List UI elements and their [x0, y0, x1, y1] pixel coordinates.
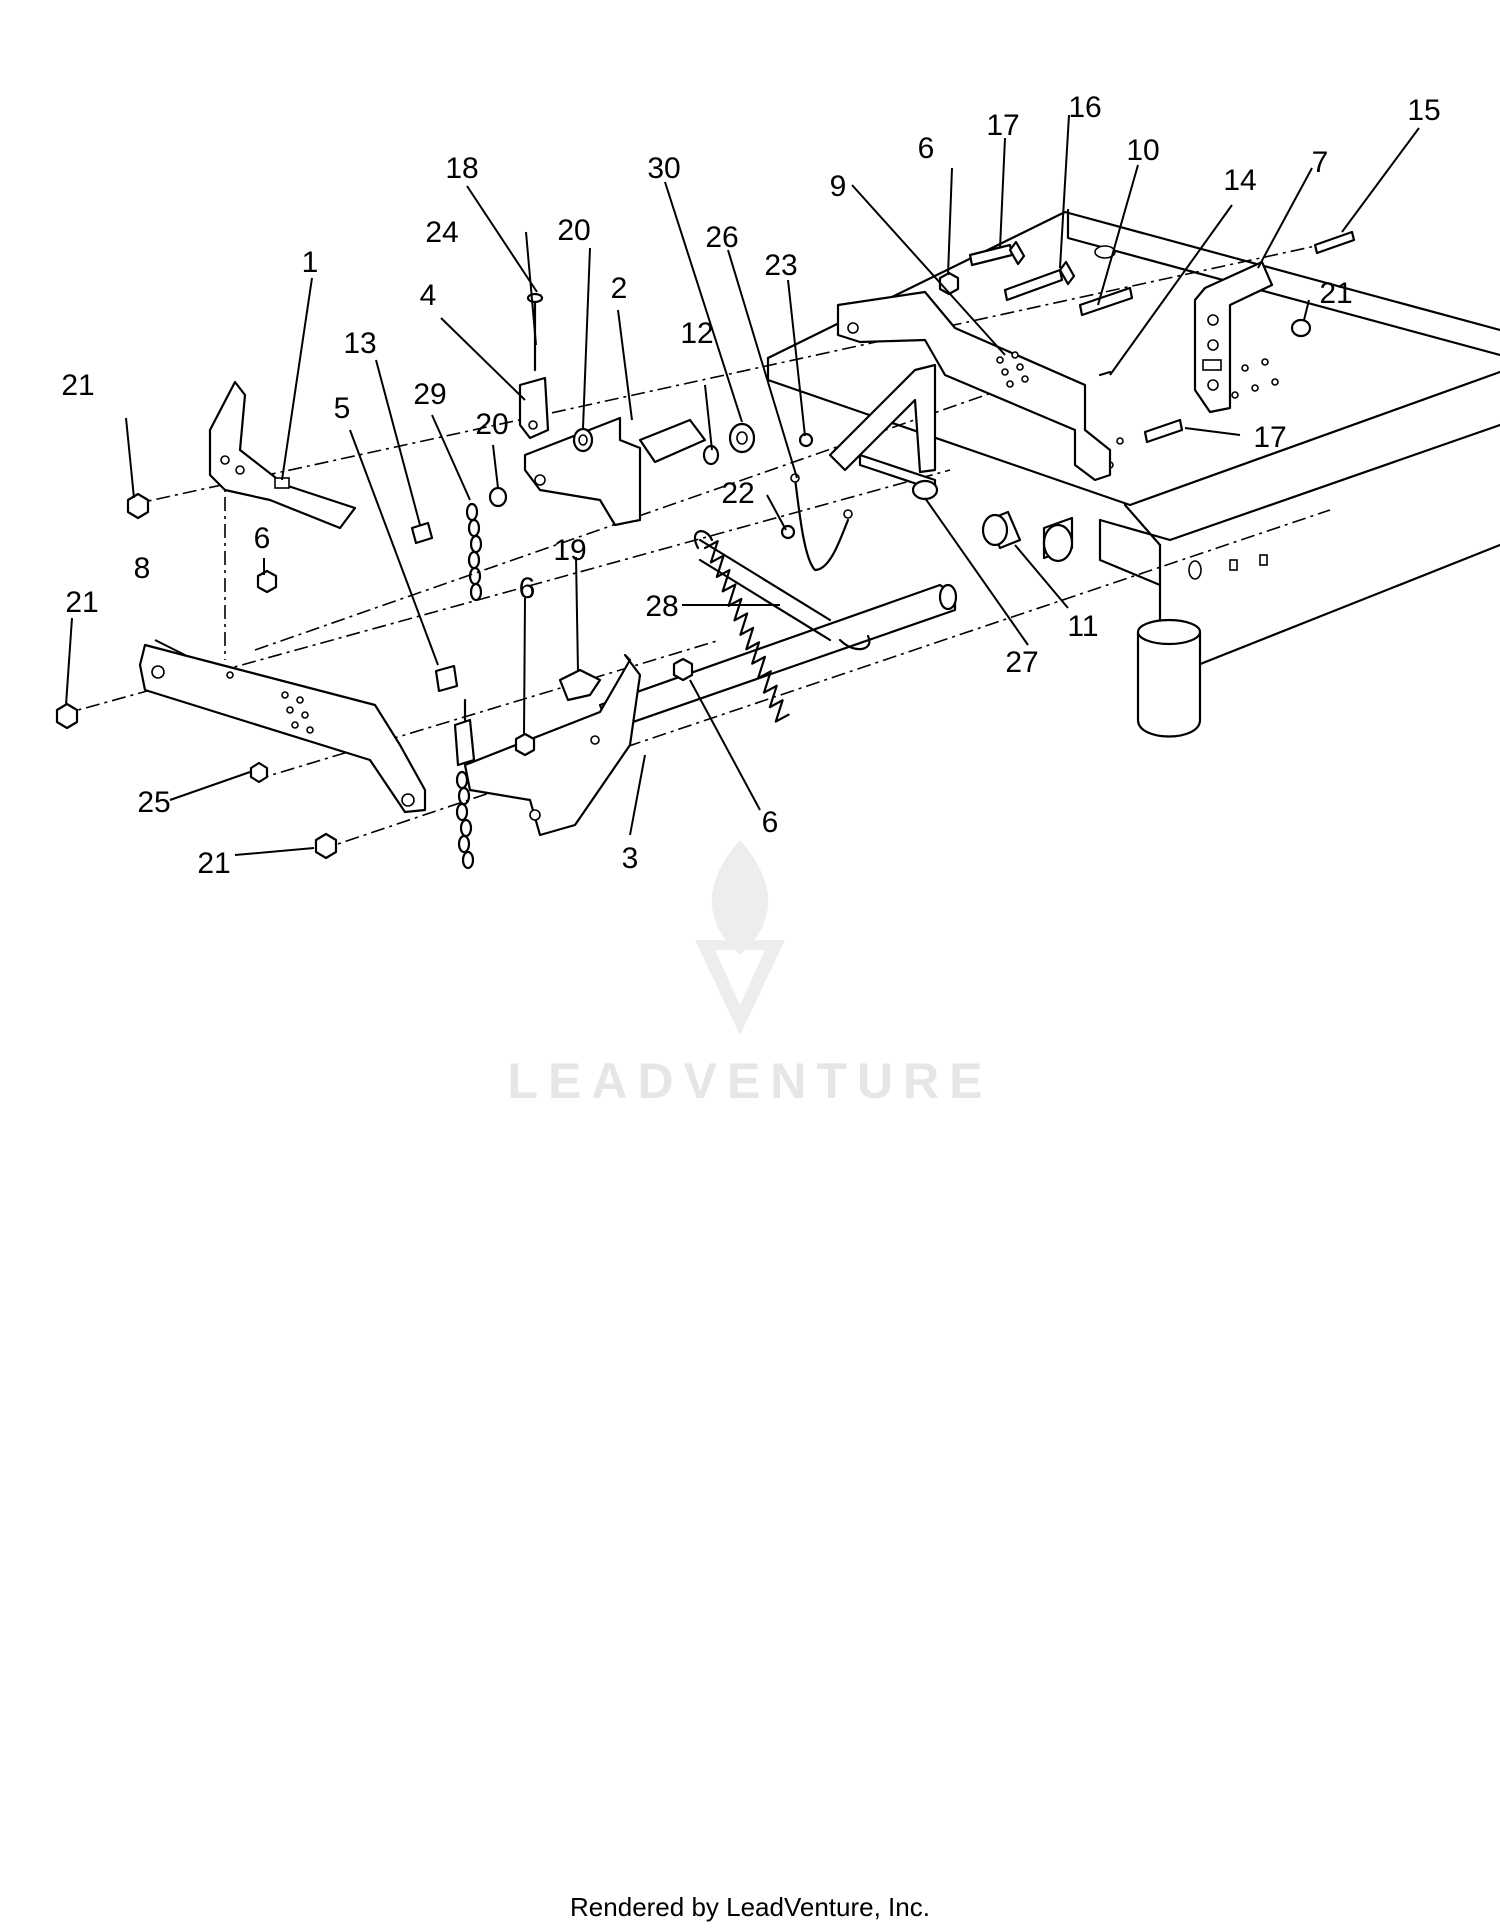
mower-frame — [766, 208, 1500, 738]
callout-21-left-mid: 21 — [65, 586, 98, 619]
callout-23: 23 — [764, 249, 797, 282]
part-8-plate — [138, 643, 427, 814]
callout-28: 28 — [645, 590, 678, 623]
callout-30: 30 — [647, 152, 680, 185]
callout-1: 1 — [302, 246, 319, 279]
callout-15: 15 — [1407, 94, 1440, 127]
watermark-v-icon — [695, 940, 785, 1035]
callout-21-right: 21 — [1319, 277, 1352, 310]
callout-11: 11 — [1067, 610, 1098, 643]
callout-26: 26 — [705, 221, 738, 254]
callout-12: 12 — [680, 317, 713, 350]
part-7-bracket — [1193, 260, 1274, 414]
callout-20-mid: 20 — [475, 408, 508, 441]
callout-6-center: 6 — [519, 572, 536, 605]
callout-21-bottom: 21 — [197, 847, 230, 880]
part-4-clevis — [518, 292, 550, 440]
small-hardware — [55, 230, 1356, 860]
callout-22: 22 — [721, 477, 754, 510]
callout-19: 19 — [553, 534, 586, 567]
footer-credit: Rendered by LeadVenture, Inc. — [570, 1892, 930, 1922]
callout-4: 4 — [420, 279, 437, 312]
part-19-pin — [558, 668, 602, 702]
watermark-text: LEADVENTURE — [507, 1053, 992, 1109]
callout-29: 29 — [413, 378, 446, 411]
callout-labels: 1 2 3 4 5 6 6 6 6 7 8 9 10 11 12 13 14 1… — [61, 91, 1440, 880]
callout-6-left: 6 — [254, 522, 271, 555]
callout-17-top: 17 — [986, 109, 1019, 142]
callout-13: 13 — [343, 327, 376, 360]
callout-27: 27 — [1005, 646, 1038, 679]
part-26-cable — [790, 473, 853, 572]
part-3-shaft — [463, 583, 958, 837]
lower-chain — [453, 698, 476, 870]
part-27-arm — [828, 363, 939, 501]
callout-6-top: 6 — [918, 132, 935, 165]
callout-9: 9 — [830, 170, 847, 203]
callout-18: 18 — [445, 152, 478, 185]
callout-2: 2 — [611, 272, 628, 305]
part-28-spring — [693, 530, 871, 723]
callout-3: 3 — [622, 842, 639, 875]
part-1-bracket — [208, 380, 357, 530]
callout-21-left-top: 21 — [61, 369, 94, 402]
callout-7: 7 — [1312, 146, 1329, 179]
callout-6-lower: 6 — [762, 806, 779, 839]
callout-14: 14 — [1223, 164, 1256, 197]
callout-16: 16 — [1068, 91, 1101, 124]
leader-lines — [65, 114, 1420, 856]
callout-5: 5 — [334, 392, 351, 425]
part-29-chain — [465, 502, 483, 602]
callout-10: 10 — [1126, 134, 1159, 167]
callout-8: 8 — [134, 552, 151, 585]
callout-24: 24 — [425, 216, 458, 249]
part-2-lever — [523, 416, 707, 527]
callout-20-top: 20 — [557, 214, 590, 247]
callout-25: 25 — [137, 786, 170, 819]
watermark: LEADVENTURE — [507, 840, 992, 1109]
callout-17-right: 17 — [1253, 421, 1286, 454]
watermark-flame-icon — [711, 840, 769, 955]
